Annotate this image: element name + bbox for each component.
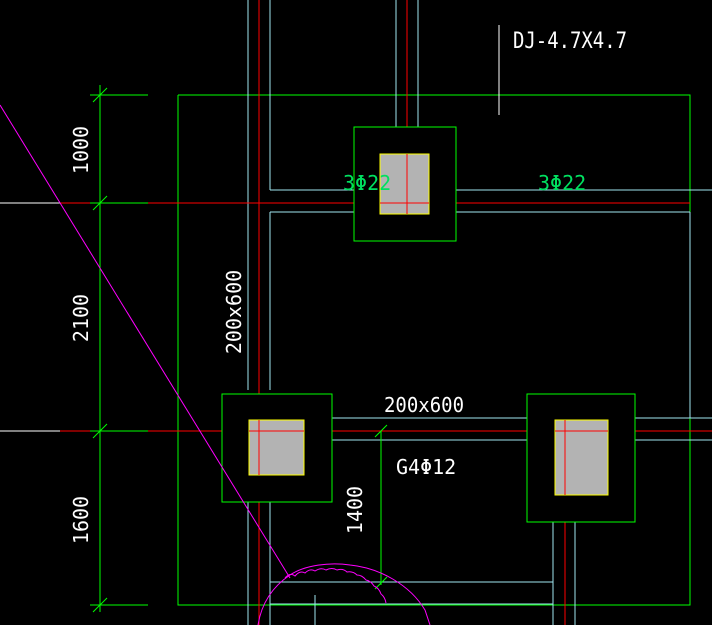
dim-label-1400: 1400 [343, 486, 367, 534]
dimension-short [374, 424, 388, 590]
columns [248, 153, 609, 496]
beam-lines [247, 0, 712, 625]
foundation-label: DJ-4.7X4.7 [513, 29, 627, 54]
dim-label-1000: 1000 [69, 126, 93, 174]
foundation-outline [177, 94, 691, 606]
beam-size-horizontal: 200x600 [384, 393, 464, 417]
dimension-left [90, 85, 148, 613]
column-left [248, 419, 305, 476]
stirrup-note: G4Φ12 [396, 455, 456, 479]
column-right [554, 419, 609, 496]
rebar-label-right: 3Φ22 [538, 171, 586, 195]
dim-label-2100: 2100 [69, 294, 93, 342]
axis-extensions [0, 202, 60, 432]
dim-label-1600: 1600 [69, 496, 93, 544]
diagonal-line [0, 104, 291, 579]
revision-cloud-scallops [284, 568, 387, 604]
rebar-label-left: 3Φ22 [343, 171, 391, 195]
axis-lines [60, 0, 712, 625]
revision-cloud [257, 563, 431, 625]
axis-over-columns [249, 154, 608, 495]
beam-size-vertical: 200x600 [222, 270, 246, 354]
column-top [379, 153, 430, 215]
